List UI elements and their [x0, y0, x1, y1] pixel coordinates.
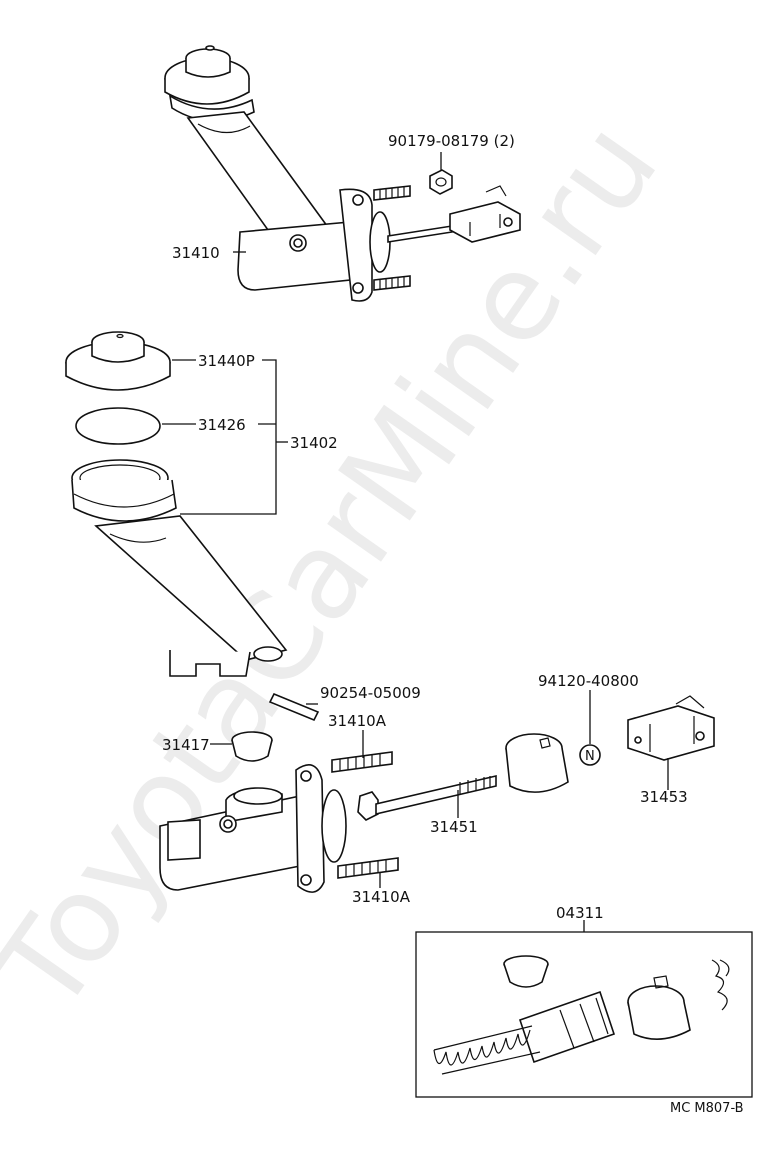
label-31410: 31410 — [172, 244, 220, 262]
svg-text:N: N — [585, 749, 595, 764]
label-31440P: 31440P — [198, 352, 255, 370]
label-31402: 31402 — [290, 434, 338, 452]
master-cylinder-assembly-top — [164, 45, 521, 302]
label-31410A-bottom: 31410A — [352, 888, 411, 906]
diagram-code: MC M807-B — [670, 1101, 744, 1116]
label-90254-05009: 90254-05009 — [320, 684, 421, 702]
label-31426: 31426 — [198, 416, 246, 434]
label-31417: 31417 — [162, 736, 210, 754]
label-04311: 04311 — [556, 904, 604, 922]
leader-lines — [162, 152, 669, 932]
lower-parts: N — [159, 692, 715, 893]
reservoir-exploded — [65, 331, 288, 677]
repair-kit-box — [415, 931, 753, 1098]
label-94120-40800: 94120-40800 — [538, 672, 639, 690]
label-31451: 31451 — [430, 818, 478, 836]
label-90179-08179: 90179-08179 (2) — [388, 132, 515, 150]
label-31410A-top: 31410A — [328, 712, 387, 730]
part-labels: 90179-08179 (2) 31410 31440P 31426 31402… — [162, 132, 744, 1116]
label-31453: 31453 — [640, 788, 688, 806]
